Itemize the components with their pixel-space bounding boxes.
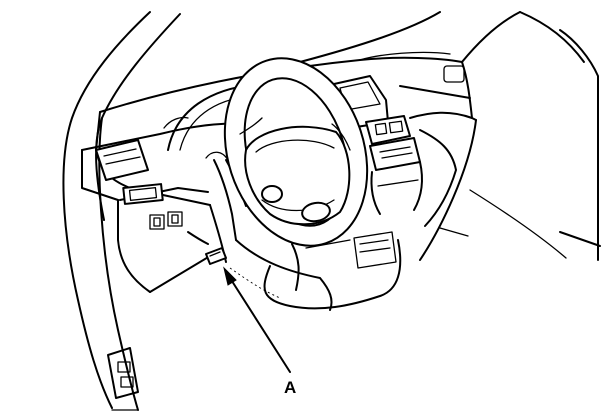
- left-switch-cluster: [122, 183, 183, 230]
- callout-a: A: [223, 266, 296, 397]
- callout-label-a: A: [284, 378, 296, 397]
- callout-arrowhead: [223, 266, 237, 286]
- door-switch-panel: [107, 347, 139, 399]
- dash-speaker-grille: [443, 65, 465, 83]
- left-air-vent: [95, 139, 149, 181]
- windshield-base: [99, 11, 521, 113]
- right-door-frame: [419, 11, 601, 261]
- lower-console: [235, 231, 402, 311]
- connector-under-dashboard: [205, 247, 227, 265]
- steering-wheel: [223, 57, 369, 247]
